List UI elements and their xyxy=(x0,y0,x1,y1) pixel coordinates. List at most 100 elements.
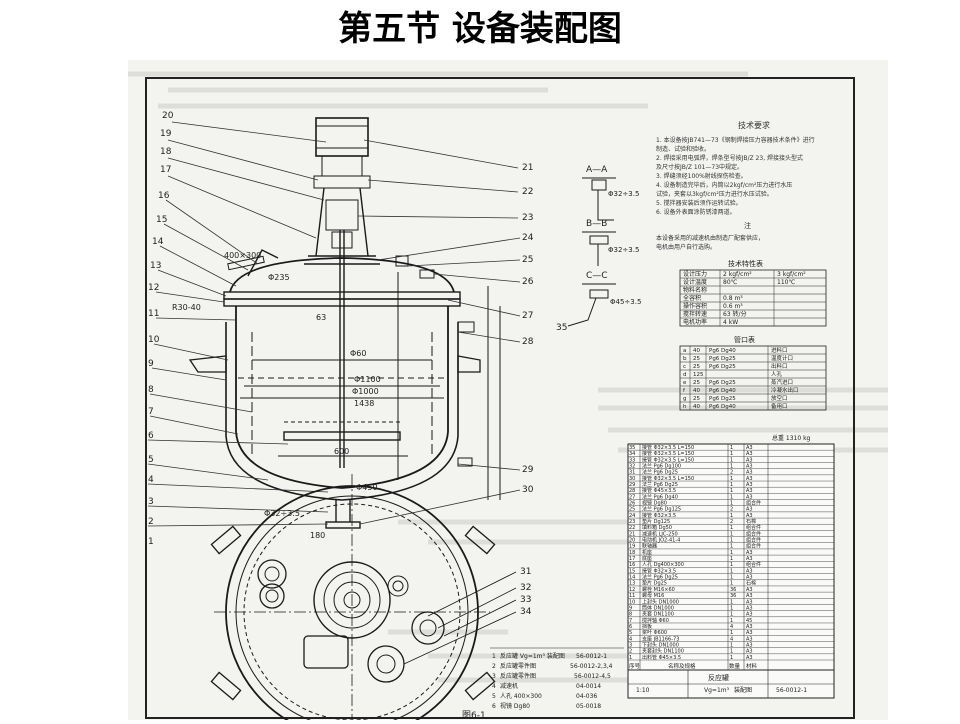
bom-cell: 18 xyxy=(629,550,635,556)
bom-cell: 1 xyxy=(730,605,733,611)
bom-cell: A3 xyxy=(746,605,753,611)
nozzle-cell: 放空口 xyxy=(771,394,788,402)
spec-cell: 设计温度 xyxy=(683,278,707,286)
bom-cell: 34 xyxy=(629,451,635,457)
notes-line: 1. 本设备按JB741—73《钢制焊接压力容器技术条件》进行 xyxy=(656,136,815,144)
part-number: 9 xyxy=(148,359,154,369)
nozzle-cell: Pg6 Dg25 xyxy=(709,364,736,370)
ref-cell: 反应罐 Vg=1m³ 装配图 xyxy=(500,652,565,660)
part-number: 16 xyxy=(158,191,170,201)
spec-cell: 3 kgf/cm² xyxy=(777,271,806,278)
nozzle-table-heading: 管口表 xyxy=(734,335,755,344)
nozzle-cell: Pg6 Dg25 xyxy=(709,380,736,386)
bom-cell: 31 xyxy=(629,470,635,476)
bom-cell: 法兰 Pg6 Dg25 xyxy=(642,481,678,488)
bom-cell: 1 xyxy=(730,513,733,519)
bom-cell: A3 xyxy=(746,451,753,457)
bom-cell: 5 xyxy=(629,630,632,636)
notes-line: 制造、试验和验收。 xyxy=(656,145,710,153)
assembly-drawing: 20 19 18 17 16 15 14 13 12 11 10 9 8 7 6… xyxy=(128,60,888,724)
part-number: 27 xyxy=(522,311,533,321)
ref-cell: 4 xyxy=(492,683,496,690)
spec-cell: 电机功率 xyxy=(683,318,707,326)
bom-ref-no: 序号 xyxy=(629,662,641,670)
bom-cell: A3 xyxy=(746,599,753,605)
bom-cell: 人孔 Dg400×300 xyxy=(642,561,684,568)
part-number: 28 xyxy=(522,337,534,347)
nozzle-cell: h xyxy=(683,404,687,410)
part-number: 12 xyxy=(148,283,159,293)
bom-cell: 接管 Φ32×3.5 L=150 xyxy=(642,444,694,451)
bom-cell: 1 xyxy=(730,538,733,544)
nozzle-cell: b xyxy=(683,356,687,362)
bom-cell: 21 xyxy=(629,531,635,537)
nozzle-cell: Pg6 Dg25 xyxy=(709,396,736,402)
section-cc-label: C—C xyxy=(586,271,608,281)
bom-cell: A3 xyxy=(746,507,753,513)
ref-cell: 56-0012-4,5 xyxy=(574,673,611,680)
nozzle-cell: a xyxy=(683,348,686,354)
bom-cell: 1 xyxy=(730,494,733,500)
part-number: 13 xyxy=(150,261,161,271)
part-number: 26 xyxy=(522,277,534,287)
bom-cell: A3 xyxy=(746,470,753,476)
bom-cell: 4 xyxy=(629,636,632,642)
bom-cell: 减速机 LJC-250 xyxy=(642,530,678,537)
ref-cell: 反应罐零件图 xyxy=(500,662,536,670)
nozzle-cell: 备用口 xyxy=(771,402,788,410)
bom-cell: 法兰 Pg6 Dg125 xyxy=(642,506,681,513)
part-number: 8 xyxy=(148,385,154,395)
section-bb-label: B—B xyxy=(586,219,607,229)
spec-cell: 4 kW xyxy=(723,319,738,326)
nozzle-cell: Pg6 Dg40 xyxy=(709,348,736,354)
bom-cell: 9 xyxy=(629,605,632,611)
spec-cell: 0.8 m³ xyxy=(723,295,743,302)
part-number: 22 xyxy=(522,187,533,197)
bom-cell: 17 xyxy=(629,556,635,562)
bom-cell: 夹套封头 DN1100 xyxy=(642,648,684,655)
bom-cell: 28 xyxy=(629,488,635,494)
bom-cell: 接管 Φ32×3.5 xyxy=(642,567,676,574)
bom-cell: 1 xyxy=(629,655,632,661)
section-cc-dim: Φ45÷3.5 xyxy=(610,298,641,306)
part-number: 1 xyxy=(148,537,154,547)
part-number: 7 xyxy=(148,407,154,417)
bom-cell: 1 xyxy=(730,568,733,574)
bom-cell: 螺栓 M16×60 xyxy=(642,586,675,593)
title-block-code: 56-0012-1 xyxy=(776,687,807,694)
part-number: 21 xyxy=(522,163,533,173)
bom-ref-mat: 材料 xyxy=(746,662,758,670)
part-number: 24 xyxy=(522,233,534,243)
nozzle-cell: 40 xyxy=(693,348,700,354)
nozzle-cell: 25 xyxy=(693,364,700,370)
nozzle-cell: Pg6 Dg25 xyxy=(709,356,736,362)
notes-line: 电机由用户自行选购。 xyxy=(656,243,716,251)
bom-cell: 8 xyxy=(629,612,632,618)
nozzle-cell: Pg6 Dg40 xyxy=(709,404,736,410)
nozzle-cell: f xyxy=(683,388,686,394)
bom-cell: 底座 xyxy=(642,555,652,562)
bom-cell: A3 xyxy=(746,593,753,599)
reference-list: 1 反应罐 Vg=1m³ 装配图 56-0012-1 2 反应罐零件图 56-0… xyxy=(490,647,624,710)
notes-line: 及尺寸按JB/Z 101—73中规定。 xyxy=(656,163,743,171)
bom-cell: A3 xyxy=(746,457,753,463)
bom-cell: 组合件 xyxy=(746,537,761,544)
bom-cell: 19 xyxy=(629,544,635,550)
dim-1438: 1438 xyxy=(354,399,374,408)
ref-cell: 56-0012-2,3,4 xyxy=(570,663,613,670)
bom-cell: 24 xyxy=(629,513,635,519)
bom-cell: 22 xyxy=(629,525,635,531)
spec-table: 技术特性表 设计压力 2 kgf/cm² 3 kgf/cm² 设计温度 80℃ … xyxy=(679,259,827,327)
bom-cell: 接管 Φ32×3.5 L=150 xyxy=(642,456,694,463)
part-number: 29 xyxy=(522,465,534,475)
bom-cell: 桨叶 Φ600 xyxy=(642,629,667,636)
nozzle-cell: 25 xyxy=(693,356,700,362)
nozzle-cell: 温度计口 xyxy=(771,354,793,362)
nozzle-cell: 40 xyxy=(693,404,700,410)
bom-cell: 1 xyxy=(730,581,733,587)
bom-cell: 10 xyxy=(629,599,635,605)
bom-cell: A3 xyxy=(746,463,753,469)
ref-cell: 04-0014 xyxy=(576,683,601,690)
slide-title: 第五节 设备装配图 xyxy=(338,9,622,49)
